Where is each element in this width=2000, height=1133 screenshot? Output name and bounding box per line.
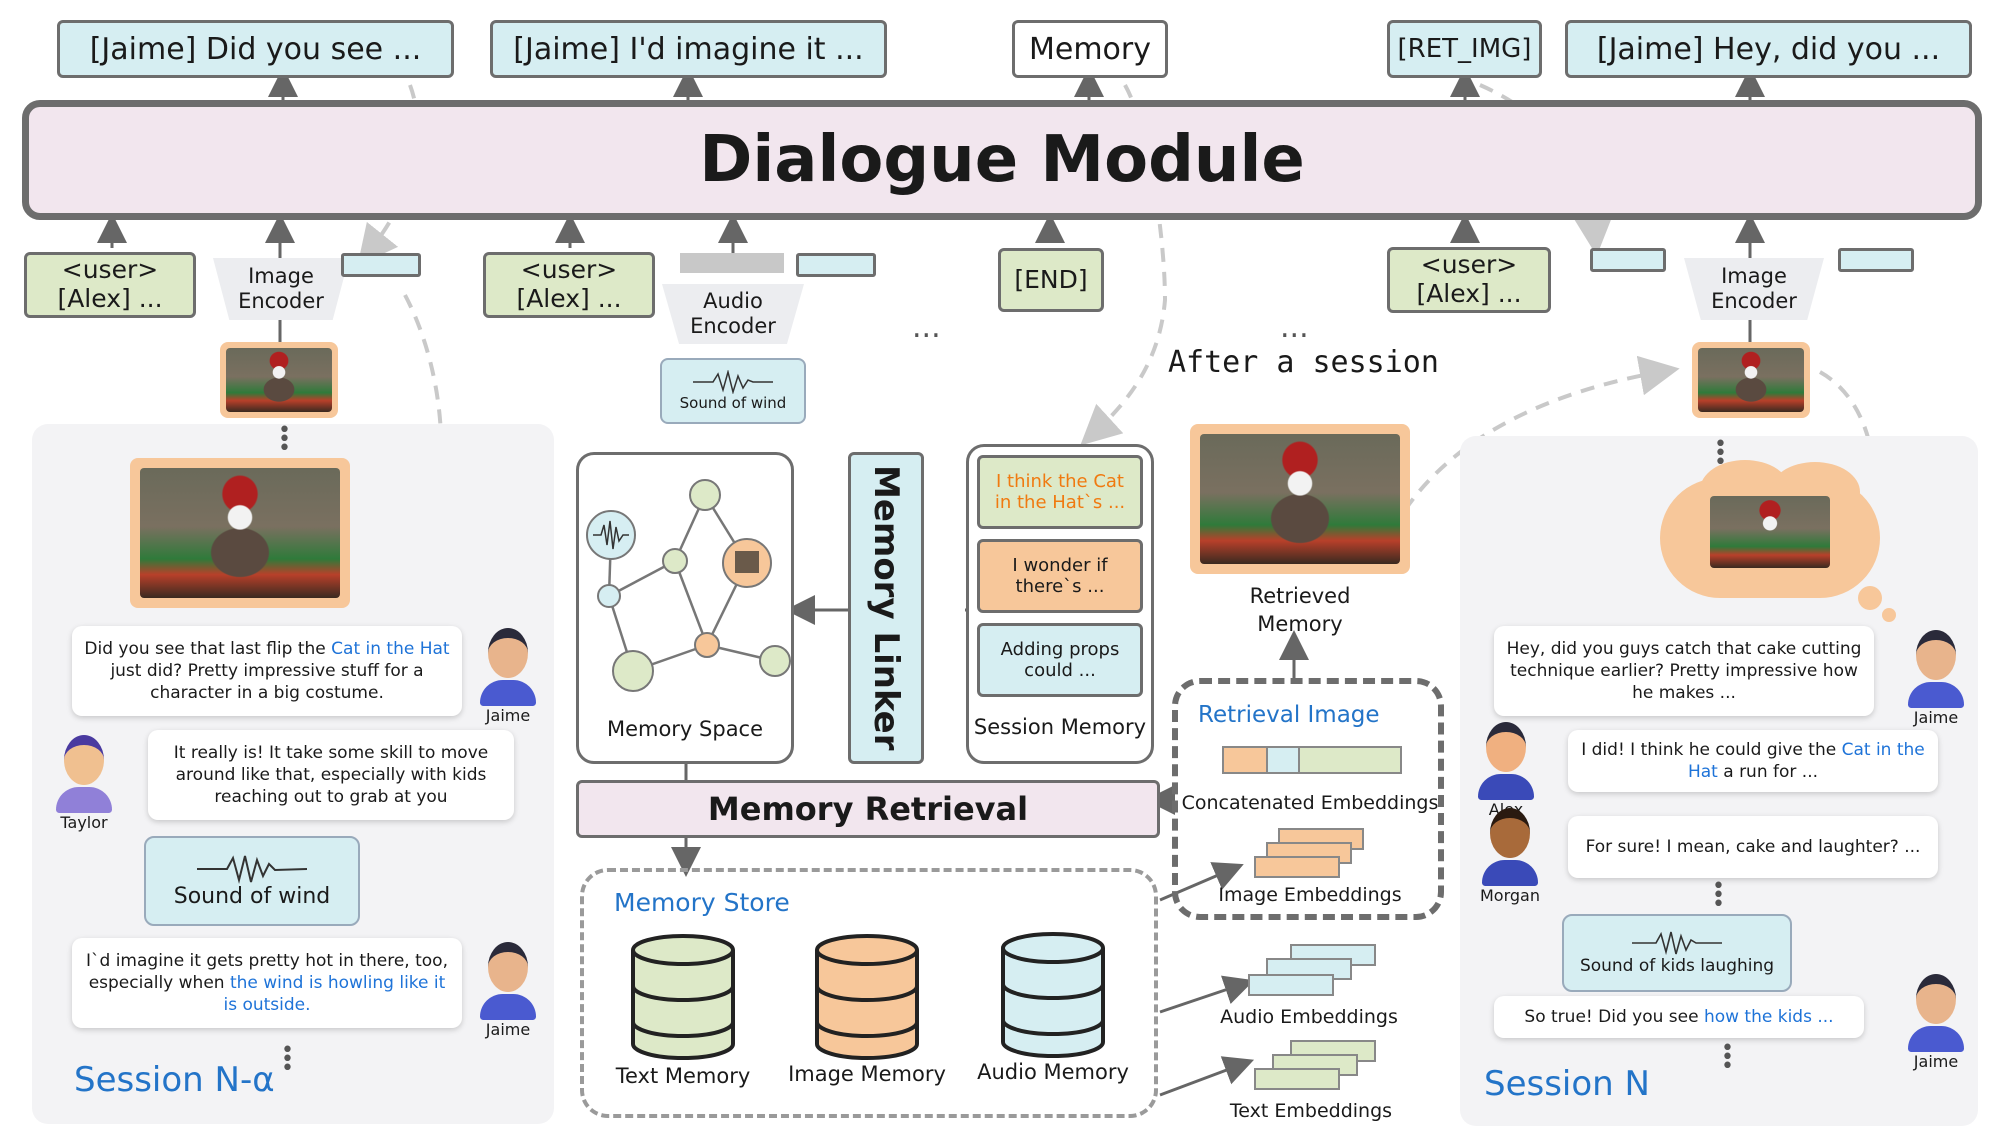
database-icon [631,934,735,1060]
retrieval-image-title: Retrieval Image [1198,702,1380,728]
jaime-head-icon [1916,630,1956,680]
vertical-dots-right-bottom: ••• [1721,1036,1734,1079]
memory-linker: Memory Linker [848,452,924,764]
session-memory-item-2: I wonder if there`s ... [977,539,1143,613]
input-user-alex-1: <user> [Alex] ... [24,252,196,318]
taylor-body-icon [56,787,112,813]
jaime-head-icon [1916,974,1956,1024]
database-icon [1001,932,1105,1058]
output-memory: Memory [1012,20,1168,78]
thought-bubble-dot-1 [1858,586,1882,610]
left-audio-sound-of-wind: Sound of wind [144,836,360,926]
embedding-token-4 [1838,248,1914,272]
text-memory: Text Memory [616,932,750,1088]
concatenated-embeddings-label: Concatenated Embeddings [1181,792,1439,814]
morgan-head-icon [1490,808,1530,858]
retrieved-memory-label: Retrieved Memory [1249,584,1351,637]
text-embeddings-label: Text Embeddings [1229,1100,1393,1122]
output-jaime-id-imagine: [Jaime] I'd imagine it ... [490,20,887,78]
avatar-jaime-left-1: Jaime [480,628,536,725]
audio-embedding-bar-3 [1248,974,1334,996]
jaime-body-icon [1908,682,1964,708]
input-user-alex-3: <user> [Alex] ... [1387,247,1551,313]
memory-store-title: Memory Store [614,888,790,917]
waveform-icon [1632,931,1722,956]
left-bubble-jaime-1: Did you see that last flip the Cat in th… [72,626,462,716]
right-audio-kids-laughing: Sound of kids laughing [1562,914,1792,992]
ellipsis-right: ... [1280,310,1309,345]
avatar-morgan: Morgan [1480,808,1540,905]
image-embeddings-label: Image Embeddings [1218,884,1402,906]
jaime-body-icon [480,994,536,1020]
image-encoder-right: Image Encoder [1684,258,1824,320]
audio-encoder: Audio Encoder [662,284,804,344]
jaime-head-icon [488,942,528,992]
alex-head-icon [1486,722,1526,772]
right-bubble-morgan: For sure! I mean, cake and laughter? ... [1568,816,1938,878]
input-end-token: [END] [998,248,1104,312]
vertical-dots-left-bottom: ••• [281,1038,294,1081]
after-a-session-label: After a session [1168,345,1439,380]
input-image-right [1692,342,1810,418]
waveform-icon [197,854,307,884]
left-bubble-taylor: It really is! It take some skill to move… [148,730,514,820]
avatar-jaime-left-2: Jaime [480,942,536,1039]
dialogue-module: Dialogue Module [22,100,1982,220]
session-n-title: Session N [1484,1064,1650,1104]
output-jaime-did-you-see: [Jaime] Did you see ... [57,20,454,78]
thought-cloud-image [1710,496,1830,568]
taylor-head-icon [64,735,104,785]
sound-of-wind-label-small: Sound of wind [679,394,787,412]
right-bubble-jaime-2: So true! Did you see how the kids ... [1494,996,1864,1038]
image-embedding-bar-3 [1254,856,1340,878]
embedding-token-1 [341,253,421,277]
left-bubble-jaime-2: I`d imagine it gets pretty hot in there,… [72,938,462,1028]
audio-memory: Audio Memory [977,930,1129,1084]
embedding-token-3 [1590,248,1666,272]
text-embedding-bar-3 [1254,1068,1340,1090]
retrieval-image-box: Retrieval Image Concatenated Embeddings … [1172,678,1444,920]
avatar-jaime-right-2: Jaime [1908,974,1964,1071]
memory-space-label: Memory Space [606,717,764,741]
audio-embeddings-label: Audio Embeddings [1220,1006,1398,1028]
avatar-alex: Alex [1478,722,1534,819]
output-ret-img: [RET_IMG] [1387,20,1542,78]
vertical-dots-left-top: ••• [278,418,291,461]
session-memory-item-1: I think the Cat in the Hat`s ... [977,455,1143,529]
morgan-body-icon [1482,860,1538,886]
memory-graph [586,479,791,692]
audio-token-bar [680,253,784,273]
session-n-alpha-title: Session N-α [74,1060,275,1100]
thought-bubble-dot-2 [1882,608,1896,622]
memory-space-box: Memory Space [576,452,794,764]
jaime-body-icon [1908,1026,1964,1052]
right-bubble-jaime-1: Hey, did you guys catch that cake cuttin… [1494,626,1874,716]
memory-store-box: Memory Store Text Memory Image Memory [580,868,1158,1118]
jaime-body-icon [480,680,536,706]
retrieved-image [1190,424,1410,574]
input-image-left [220,342,338,418]
output-jaime-hey: [Jaime] Hey, did you ... [1565,20,1972,78]
waveform-icon [693,370,773,394]
session-memory-box: I think the Cat in the Hat`s ... I wonde… [966,444,1154,764]
vertical-dots-right-mid: ••• [1712,874,1725,917]
right-bubble-alex: I did! I think he could give the Cat in … [1568,730,1938,792]
embedding-token-2 [796,253,876,277]
alex-body-icon [1478,774,1534,800]
image-memory: Image Memory [788,932,946,1086]
database-icon [815,934,919,1060]
concatenated-embedding-bar [1222,746,1402,774]
avatar-taylor: Taylor [56,735,112,832]
memory-retrieval: Memory Retrieval [576,780,1160,838]
ellipsis-middle: ... [912,310,941,345]
audio-input-sound-of-wind: Sound of wind [660,358,806,424]
session-left-image [130,458,350,608]
session-memory-label: Session Memory [973,715,1147,739]
avatar-jaime-right-1: Jaime [1908,630,1964,727]
session-memory-item-3: Adding props could ... [977,623,1143,697]
image-encoder-left: Image Encoder [213,258,349,320]
input-user-alex-2: <user> [Alex] ... [483,252,655,318]
jaime-head-icon [488,628,528,678]
